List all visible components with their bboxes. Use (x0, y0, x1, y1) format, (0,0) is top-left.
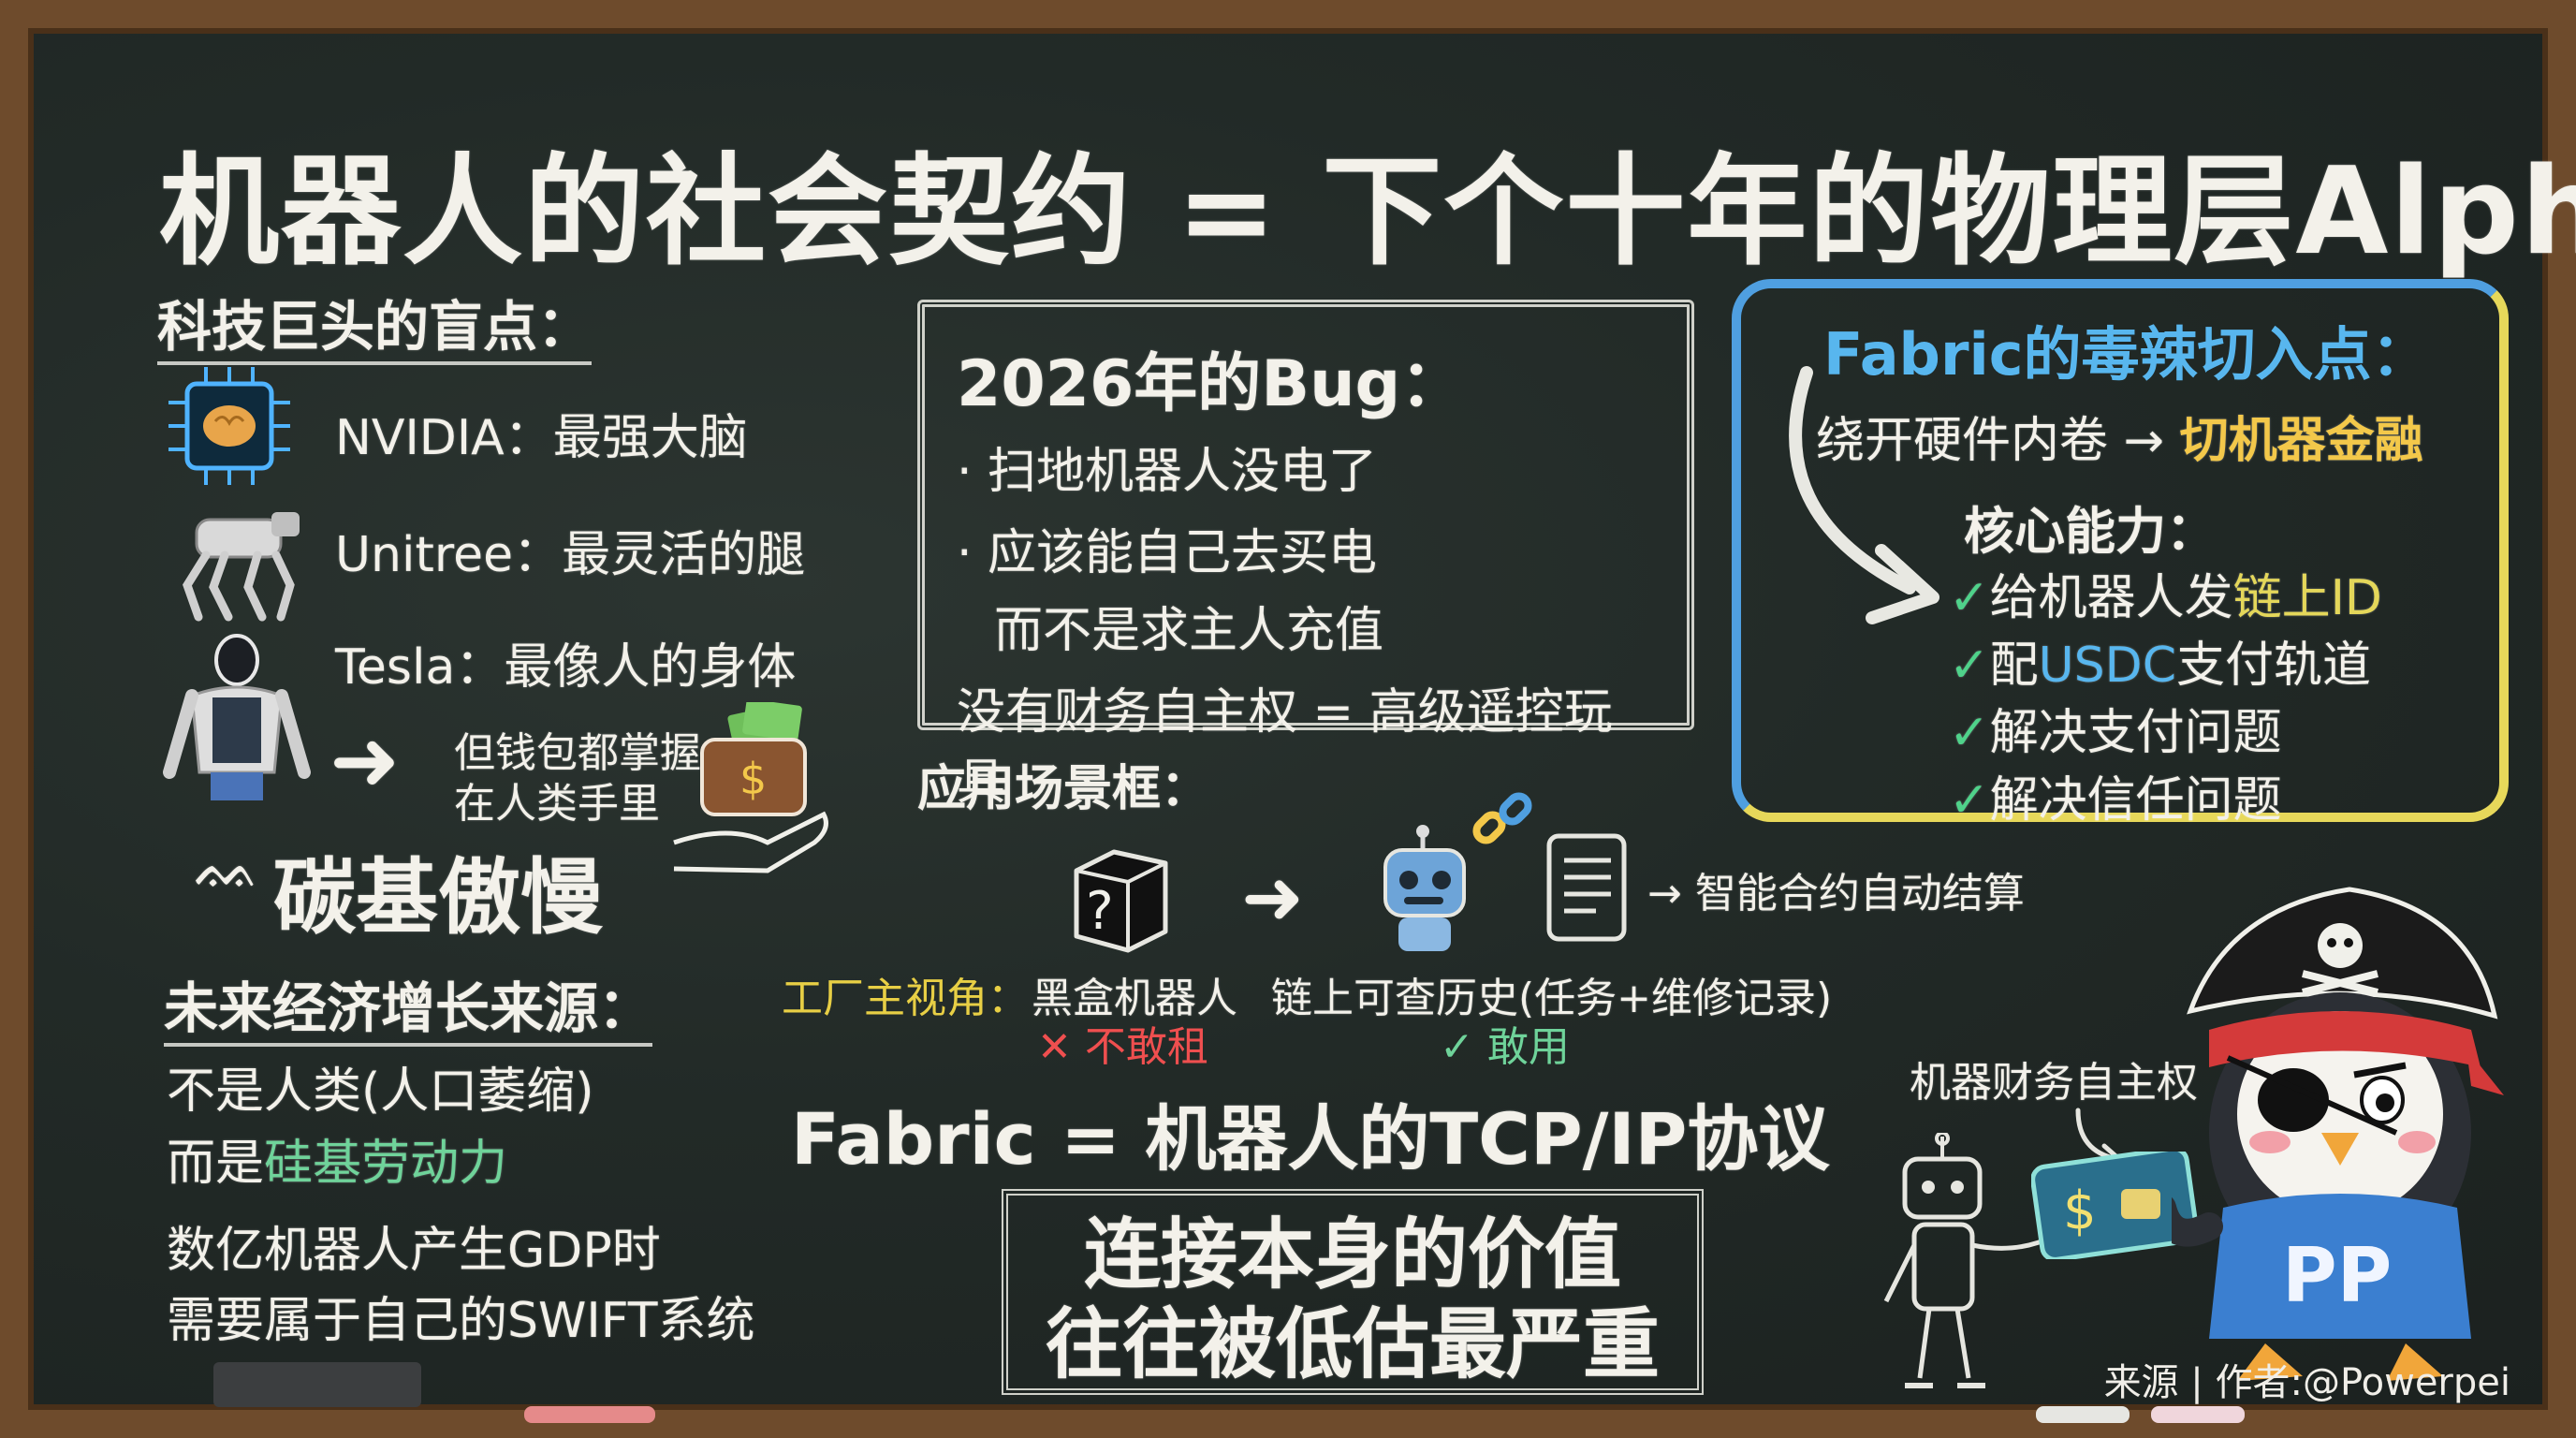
growth-heading: 未来经济增长来源： (164, 964, 653, 1047)
growth-line-2: 而是硅基劳动力 (167, 1123, 507, 1194)
shirt-text: PP (2282, 1232, 2392, 1319)
wallet-line-2: 在人类手里 (454, 780, 660, 828)
gdp-line-2: 需要属于自己的SWIFT系统 (167, 1293, 755, 1349)
check-icon: ✓ (1949, 570, 1990, 626)
growth-line-2-prefix: 而是 (167, 1136, 265, 1192)
robot-head-icon (1367, 824, 1498, 955)
robot-dog-icon (159, 501, 309, 623)
wallet-hand-icon: $ (665, 702, 833, 880)
fabric-line-1-prefix: 绕开硬件内卷 → (1816, 413, 2180, 469)
chalk-stick-pink (524, 1406, 655, 1423)
bug-line-4: 没有财务自主权 = 高级遥控玩具 (957, 684, 1613, 811)
ability-4: ✓解决信任问题 (1949, 760, 2282, 830)
fabric-box: Fabric的毒辣切入点： 绕开硬件内卷 → 切机器金融 核心能力： ✓给机器人… (1732, 279, 2509, 829)
tesla-label: Tesla：最像人的身体 (335, 639, 797, 696)
blackbox-label: 黑盒机器人 (1032, 975, 1237, 1022)
wallet-line-1: 但钱包都掌握 (454, 729, 701, 777)
svg-text:$: $ (739, 754, 767, 804)
blindspot-heading: 科技巨头的盲点： (157, 283, 593, 365)
history-verdict: ✓ 敢用 (1440, 1023, 1570, 1071)
value-box: 连接本身的价值 往往被低估最严重 (1002, 1189, 1704, 1395)
core-heading: 核心能力： (1964, 502, 2217, 561)
penguin-label: 机器财务自主权 (1910, 1059, 2198, 1107)
eraser (213, 1362, 421, 1407)
unitree-label: Unitree：最灵活的腿 (335, 527, 806, 583)
source-credit: 来源 | 作者:@Powerpei (2103, 1361, 2510, 1404)
arrow-right-icon: ➜ (1241, 854, 1305, 941)
question-mark: ? (1086, 881, 1114, 942)
ability-3: ✓解决支付问题 (1949, 693, 2282, 763)
onchain-id-highlight: 链上ID (2232, 570, 2382, 626)
bug-box: 2026年的Bug： · 扫地机器人没电了 · 应该能自己去买电 而不是求主人充… (917, 300, 1694, 811)
ability-2-text: 配 (1989, 638, 2039, 694)
carbon-pride: 碳基傲慢 (273, 849, 604, 946)
payment-card-icon: $ (2031, 1152, 2199, 1259)
growth-line-1: 不是人类(人口萎缩) (167, 1064, 594, 1120)
usdc-highlight: USDC (2038, 638, 2177, 694)
scenario-heading: 应用场景框： (917, 761, 1210, 817)
silicon-labor-highlight: 硅基劳动力 (264, 1136, 508, 1192)
blackbox-verdict: ✕ 不敢租 (1037, 1023, 1208, 1071)
curved-arrow-icon (1789, 366, 1939, 624)
bug-line-1: · 扫地机器人没电了 (957, 444, 1378, 500)
value-line-2: 往往被低估最严重 (1045, 1300, 1660, 1389)
check-icon: ✓ (1949, 705, 1990, 761)
fabric-heading: Fabric的毒辣切入点： (1823, 320, 2430, 389)
ability-1-text: 给机器人发 (1989, 570, 2233, 626)
ability-2-suffix: 支付轨道 (2176, 638, 2372, 694)
contract-label: → 智能合约自动结算 (1647, 870, 2025, 917)
contract-scroll-icon (1530, 829, 1643, 946)
factory-label: 工厂主视角： (782, 975, 1029, 1022)
page-title: 机器人的社会契约 = 下个十年的物理层Alpha (159, 142, 2576, 282)
chalk-stick-light (2151, 1406, 2245, 1423)
card-dollar: $ (2063, 1181, 2097, 1241)
nvidia-label: NVIDIA：最强大脑 (335, 410, 748, 466)
history-label: 链上可查历史(任务+维修记录) (1271, 975, 1833, 1022)
tcp-ip-statement: Fabric = 机器人的TCP/IP协议 (791, 1097, 1830, 1181)
arrow-right-icon: ➜ (329, 712, 401, 810)
chalk-stick-white (2036, 1406, 2130, 1423)
chain-link-icon (1470, 785, 1540, 859)
bug-line-3: 而不是求主人充值 (994, 603, 1384, 659)
black-box-icon: ? (1058, 843, 1179, 955)
pirate-penguin-icon: PP (2172, 887, 2504, 1381)
value-line-1: 连接本身的价值 (1083, 1211, 1621, 1299)
machine-finance-highlight: 切机器金融 (2179, 413, 2423, 469)
humanoid-robot-icon (154, 632, 318, 810)
bug-heading: 2026年的Bug： (957, 347, 1465, 421)
check-icon: ✓ (1949, 638, 1990, 694)
check-icon: ✓ (1949, 772, 1990, 829)
ability-2: ✓配USDC支付轨道 (1949, 625, 2371, 696)
fabric-line-1: 绕开硬件内卷 → 切机器金融 (1816, 401, 2423, 471)
ability-1: ✓给机器人发链上ID (1949, 558, 2382, 628)
ability-3-text: 解决支付问题 (1989, 705, 2282, 761)
bug-line-2: · 应该能自己去买电 (957, 525, 1378, 581)
ability-4-text: 解决信任问题 (1989, 772, 2282, 829)
gdp-line-1: 数亿机器人产生GDP时 (167, 1223, 661, 1279)
brain-chip-icon (159, 365, 300, 487)
angry-icon: ᨐ (195, 835, 261, 901)
